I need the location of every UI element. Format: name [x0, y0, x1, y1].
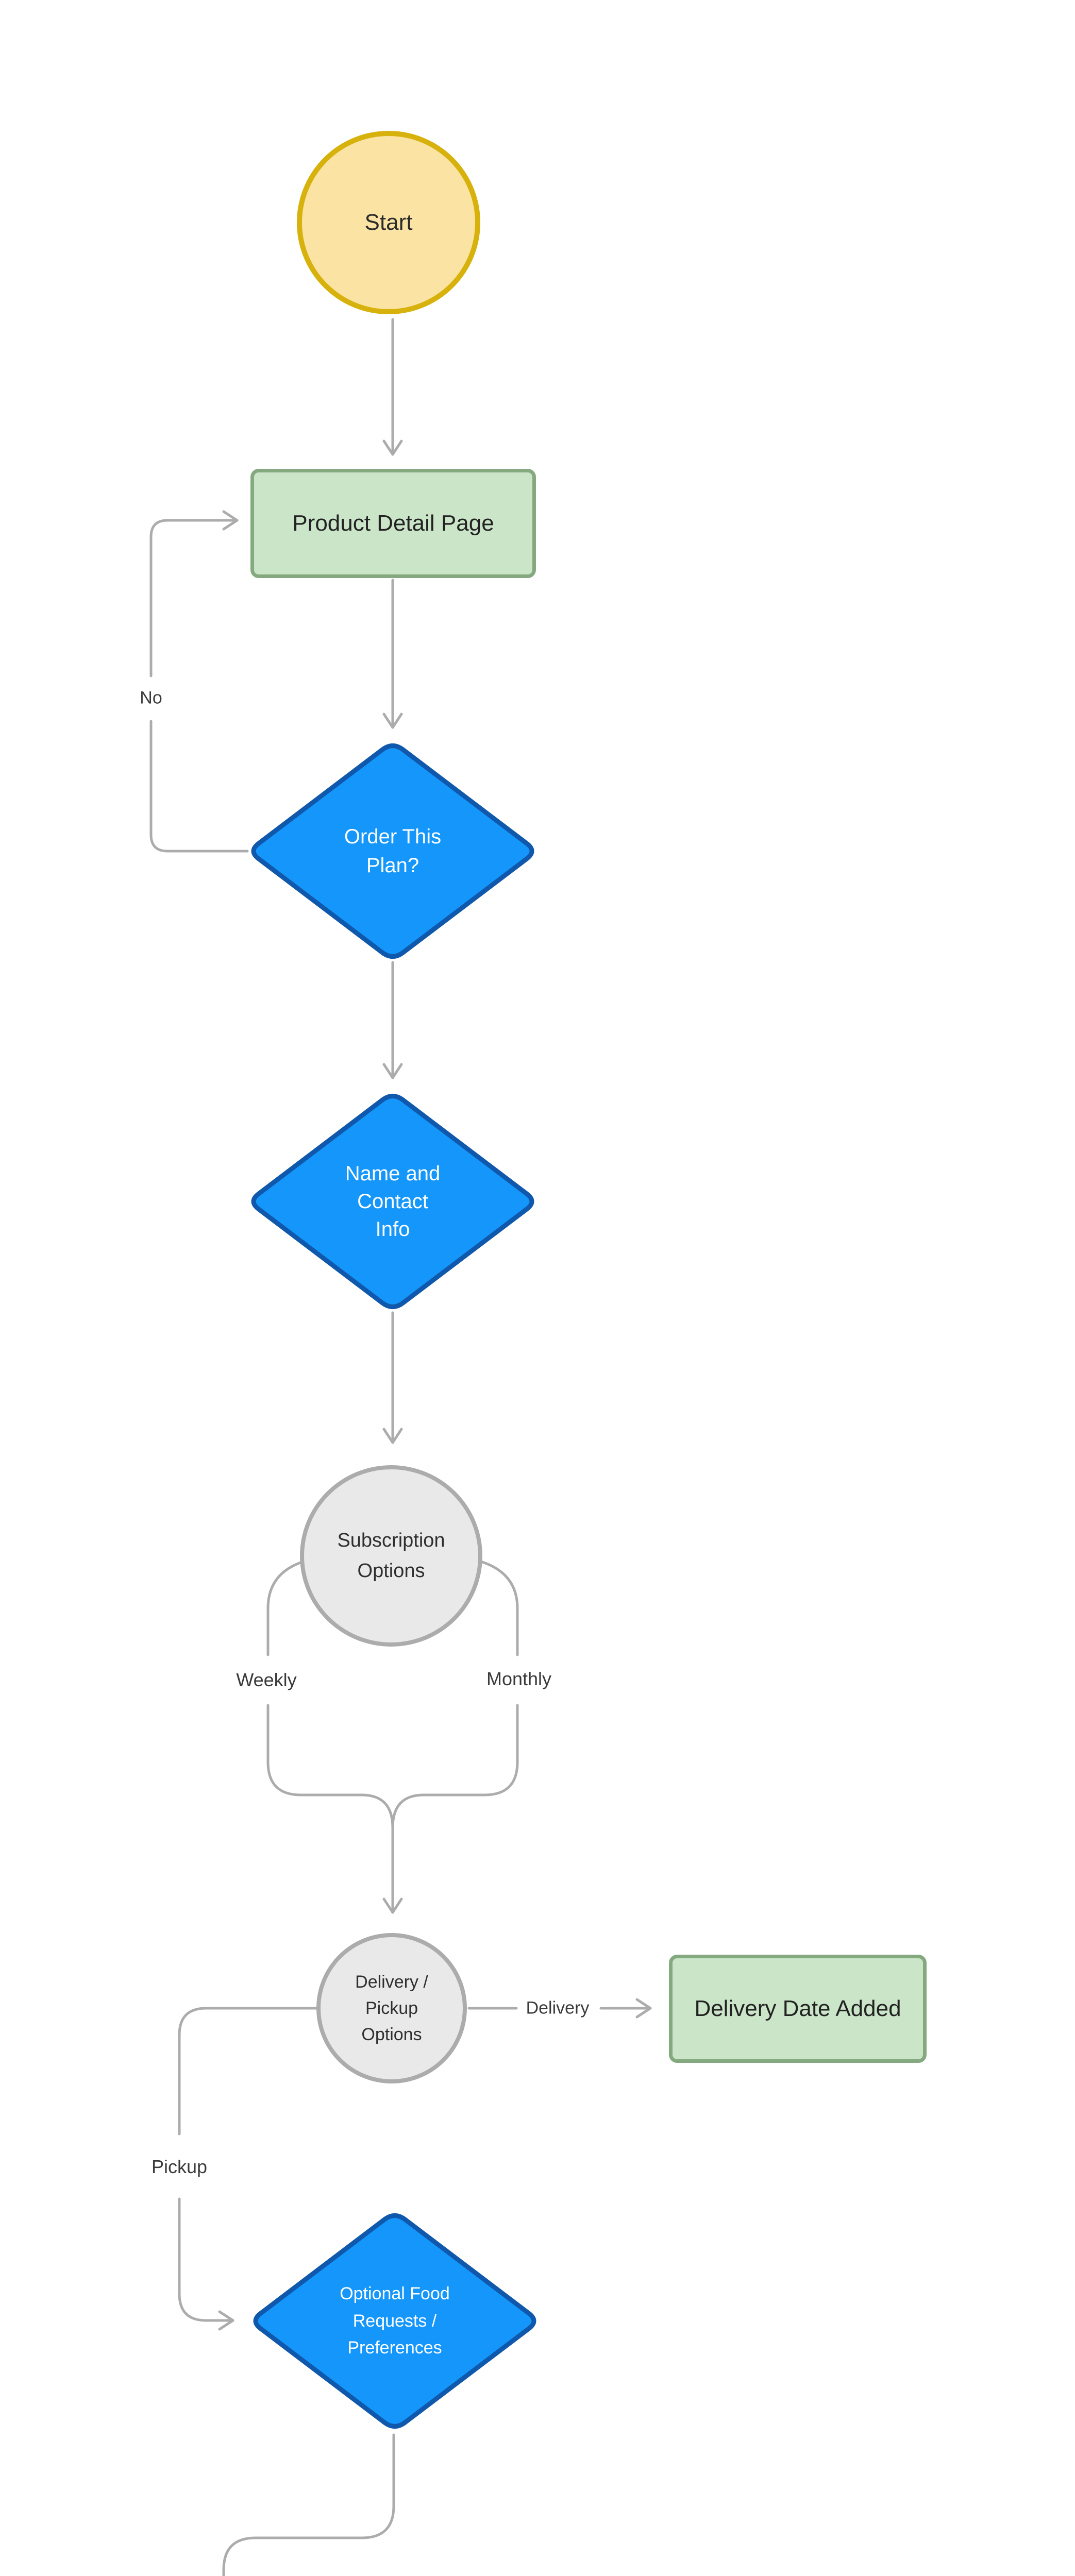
node-subscription-line: Options [357, 1560, 425, 1582]
node-name-contact-line: Contact [357, 1190, 428, 1213]
node-name-contact-line: Name and [345, 1162, 441, 1185]
node-start[interactable]: Start [297, 131, 480, 314]
node-delivery-pickup-options[interactable]: Delivery / Pickup Options [316, 1933, 467, 2083]
edge-label-delivery: Delivery [523, 1997, 593, 2020]
node-food-requests[interactable]: Optional Food Requests / Preferences [245, 2207, 544, 2435]
node-delivery-pickup-line: Delivery / [355, 1972, 428, 1992]
node-product-detail-page[interactable]: Product Detail Page [250, 469, 536, 578]
node-delivery-date-added[interactable]: Delivery Date Added [669, 1955, 927, 2063]
diamond-shape [253, 2213, 536, 2429]
edge-pickup-lower [178, 2197, 234, 2331]
edge-label-no: No [137, 687, 165, 709]
node-food-requests-line: Preferences [347, 2338, 442, 2358]
node-product-detail-label: Product Detail Page [292, 511, 494, 536]
node-order-this-plan[interactable]: Order This Plan? [243, 737, 542, 965]
node-start-label: Start [364, 210, 413, 235]
node-food-requests-line: Requests / [352, 2311, 437, 2331]
node-order-plan-line: Order This [344, 825, 442, 848]
node-delivery-pickup-line: Pickup [365, 1998, 418, 2018]
node-delivery-date-label: Delivery Date Added [694, 1996, 901, 2022]
edge-label-weekly: Weekly [233, 1668, 300, 1692]
node-subscription-line: Subscription [337, 1530, 445, 1552]
edge-weekly-lower [266, 1704, 394, 1829]
edge-pickup-upper [178, 2007, 318, 2136]
node-delivery-pickup-line: Options [361, 2024, 422, 2044]
node-food-requests-line: Optional Food [340, 2283, 450, 2303]
node-name-contact-line: Info [375, 1218, 410, 1241]
edge-monthly-lower [391, 1704, 519, 1829]
node-name-contact-info[interactable]: Name and Contact Info [243, 1087, 542, 1316]
diamond-shape [251, 1094, 534, 1309]
edge-food-to-submit-payment [222, 2433, 395, 2576]
edge-label-pickup: Pickup [148, 2155, 211, 2179]
edge-label-monthly: Monthly [483, 1667, 555, 1691]
node-subscription-options[interactable]: Subscription Options [300, 1465, 482, 1647]
edge-monthly-upper [478, 1560, 519, 1656]
node-order-plan-line: Plan? [366, 854, 419, 877]
edge-no-return-upper [149, 510, 239, 677]
diamond-shape [251, 743, 534, 959]
edge-no-return-lower [149, 720, 249, 853]
edge-weekly-upper [266, 1560, 307, 1656]
